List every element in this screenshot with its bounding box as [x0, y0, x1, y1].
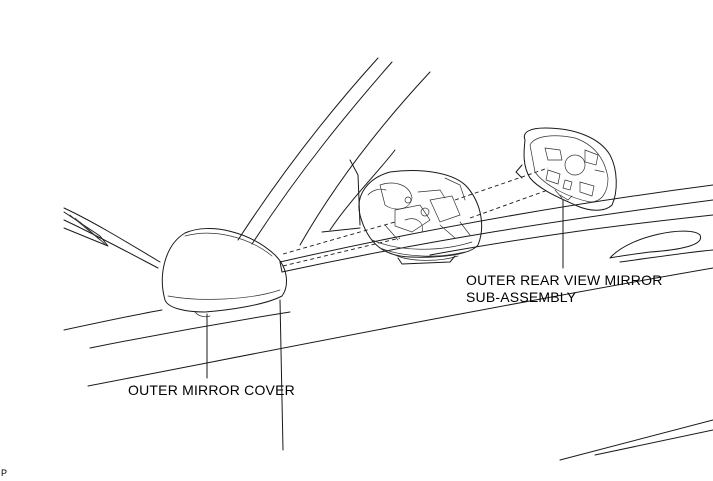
alignment-dashes: [282, 167, 549, 267]
a-pillar: [237, 57, 431, 246]
mirror-housing-part: [358, 170, 483, 265]
figure-code: P: [1, 468, 8, 478]
outer-rear-view-mirror-label-line1: OUTER REAR VIEW MIRROR: [466, 272, 663, 288]
outer-rear-view-mirror-label-line2: SUB-ASSEMBLY: [466, 289, 577, 305]
door-body-lines: [63, 184, 713, 461]
hood-edge-lines: [63, 207, 161, 269]
outer-mirror-cover-label: OUTER MIRROR COVER: [128, 382, 295, 398]
door-handle: [609, 230, 713, 263]
rear-view-mirror-subassembly-part: [515, 127, 617, 211]
outer-mirror-cover-part: [161, 228, 287, 318]
